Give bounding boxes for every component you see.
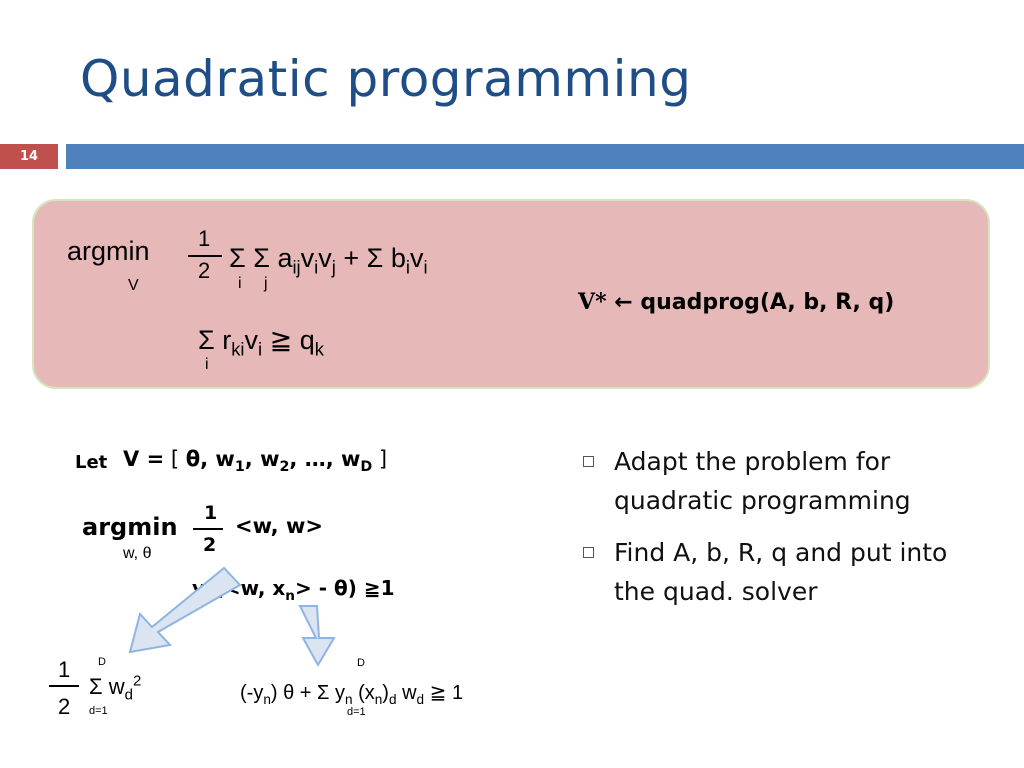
box-objective: Σ Σ aijvivj + Σ bivi xyxy=(229,243,428,278)
v-definition: V = [ θ, w1, w2, …, wD ] xyxy=(123,447,388,476)
bullet-2: Find A, b, R, q and put into the quad. s… xyxy=(614,538,948,606)
box-constraint-sub-i: i xyxy=(205,356,209,373)
svm-frac-line xyxy=(193,528,223,530)
bullet-square-icon xyxy=(583,547,594,558)
box-frac-num: 1 xyxy=(198,226,211,251)
slide-number: 14 xyxy=(0,144,58,169)
q-sum-bottom: d=1 xyxy=(89,705,108,717)
q-sum-top: D xyxy=(98,656,106,668)
arrow-down-left-icon xyxy=(128,566,242,654)
box-frac-den: 2 xyxy=(198,258,211,283)
svm-frac-den: 2 xyxy=(203,534,217,556)
formula-box xyxy=(32,199,990,389)
let-label: Let xyxy=(75,452,108,473)
arrow-down-icon xyxy=(298,605,336,668)
bullet-square-icon xyxy=(583,456,594,467)
q-frac-den: 2 xyxy=(58,694,71,719)
box-constraint: Σ rkivi ≧ qk xyxy=(198,325,324,360)
svm-frac-num: 1 xyxy=(204,502,218,524)
slide-title: Quadratic programming xyxy=(80,50,692,108)
svm-objective: <w, w> xyxy=(235,514,323,538)
quadprog-assignment: V* ← quadprog(A, b, R, q) xyxy=(578,289,895,315)
left-arrow-icon: ← xyxy=(614,290,633,315)
linear-constraint: (-yn) θ + Σ yn (xn)d wd ≧ 1 xyxy=(240,682,464,707)
lin-sum-bottom: d=1 xyxy=(347,706,366,718)
box-frac-line xyxy=(188,255,222,257)
svm-argmin: argmin xyxy=(82,513,178,541)
box-argmin-sub: V xyxy=(128,277,139,294)
q-frac-line xyxy=(49,685,79,687)
lin-sum-top: D xyxy=(357,657,365,669)
q-sum: Σ wd2 xyxy=(89,672,142,704)
box-sum-j: j xyxy=(264,275,268,292)
box-sum-i: i xyxy=(238,275,242,292)
box-argmin: argmin xyxy=(67,236,150,266)
svm-argmin-sub: w, θ xyxy=(123,545,152,562)
q-frac-num: 1 xyxy=(58,657,71,682)
bullet-1: Adapt the problem for quadratic programm… xyxy=(614,447,911,515)
title-rule xyxy=(66,144,1024,169)
